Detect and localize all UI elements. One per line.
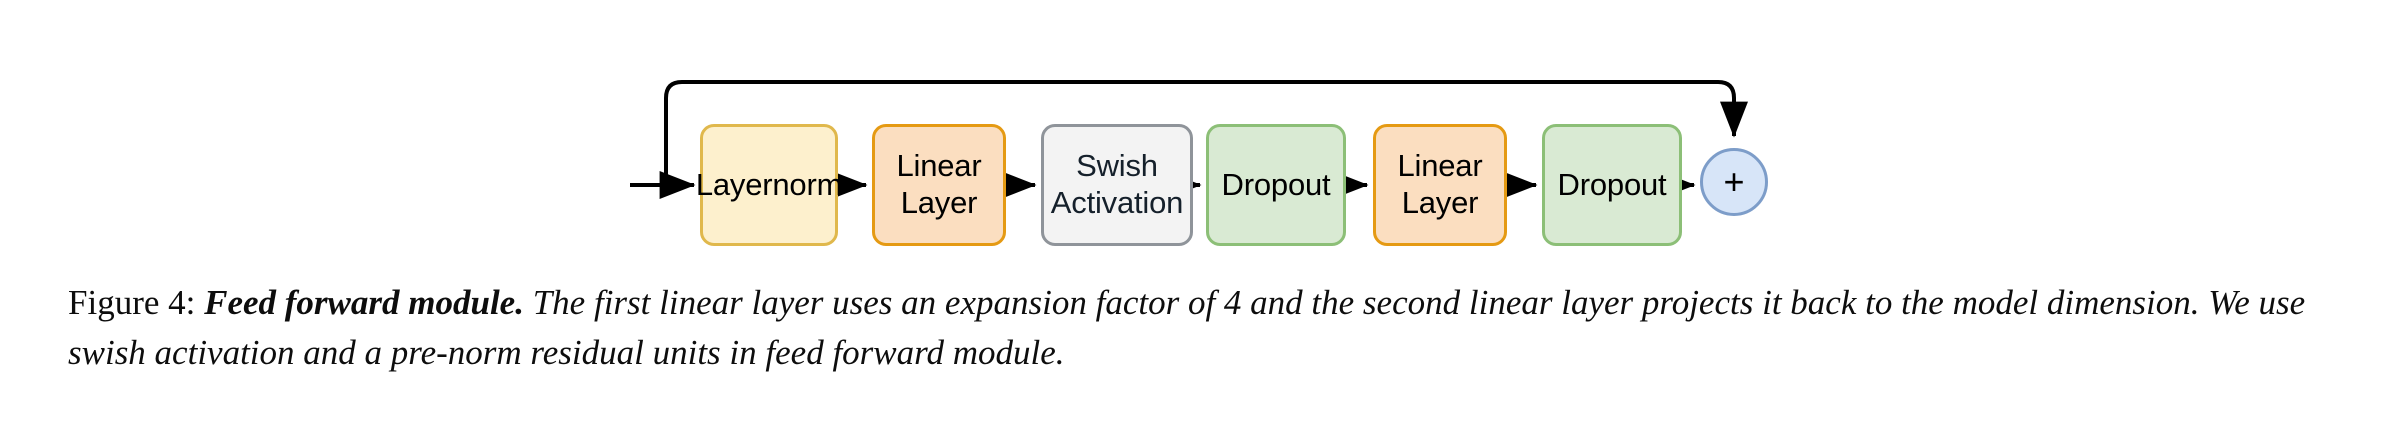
edge-residual-skip-connection — [664, 80, 1748, 185]
figure-caption-prefix: Figure 4: — [68, 283, 205, 322]
figure-caption-title: Feed forward module. — [204, 283, 524, 322]
node-dropout-2[interactable]: Dropout — [1542, 124, 1682, 246]
figure-caption-body: The first linear layer uses an expansion… — [68, 283, 2306, 372]
node-layernorm[interactable]: Layernorm — [696, 124, 842, 246]
node-dropout-1[interactable]: Dropout — [1206, 124, 1346, 246]
node-linear-layer-1-label: Linear Layer — [896, 148, 982, 220]
node-linear-layer-2-label: Linear Layer — [1397, 148, 1483, 220]
node-linear-layer-1[interactable]: Linear Layer — [872, 124, 1006, 246]
node-dropout-2-label: Dropout — [1557, 166, 1667, 202]
node-swish-activation-label: Swish Activation — [1050, 148, 1184, 220]
node-layernorm-label: Layernorm — [695, 166, 843, 202]
node-swish-activation[interactable]: Swish Activation — [1041, 124, 1193, 246]
feed-forward-module-diagram: Layernorm Linear Layer Swish Activation … — [630, 80, 1768, 246]
node-residual-add[interactable]: + — [1700, 148, 1768, 216]
node-dropout-1-label: Dropout — [1221, 166, 1331, 202]
figure-caption: Figure 4: Feed forward module. The first… — [68, 278, 2368, 377]
node-linear-layer-2[interactable]: Linear Layer — [1373, 124, 1507, 246]
residual-add-label: + — [1723, 161, 1745, 202]
diagram-connectors-layer — [630, 80, 1748, 199]
